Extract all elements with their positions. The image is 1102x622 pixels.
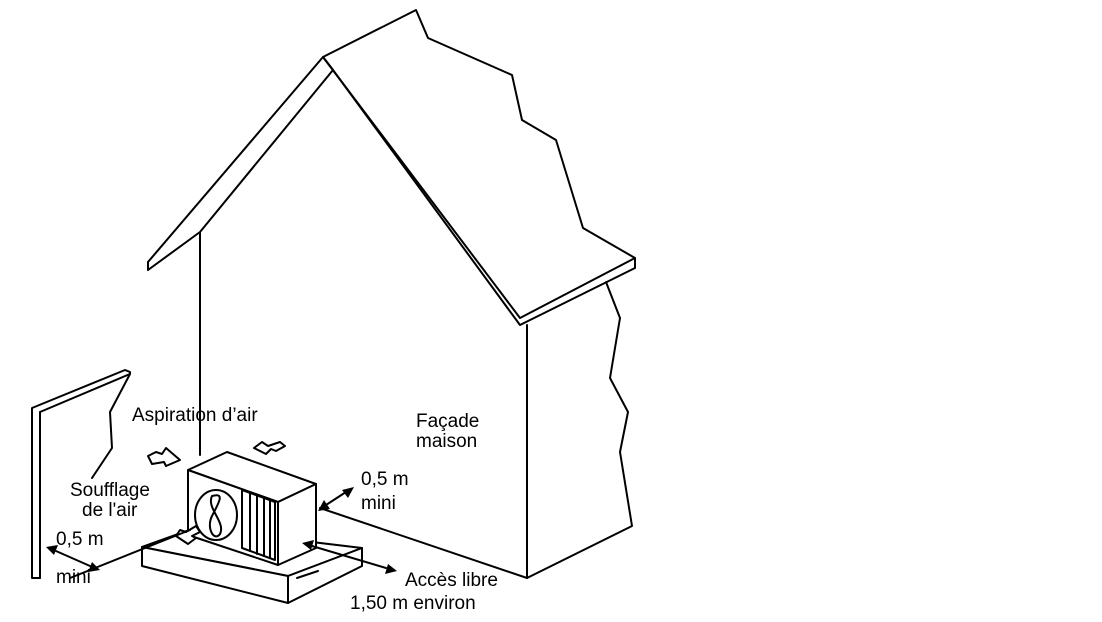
left-wall [31, 369, 131, 579]
label-facade-line2: maison [416, 431, 477, 452]
house-roof [147, 9, 636, 319]
air-intake-arrows [147, 441, 286, 467]
label-soufflage-line1: Soufflage [70, 480, 150, 501]
house-front-wall [199, 231, 528, 579]
grille-slats [241, 489, 276, 561]
label-access-line2: 1,50 m environ [350, 593, 476, 614]
roof-edge [147, 56, 636, 326]
house-side-wall [526, 281, 633, 579]
intake-arrow-left [147, 447, 181, 467]
house [147, 9, 636, 579]
ground-line [319, 507, 528, 579]
label-right-clearance-value: 0,5 m [361, 469, 409, 490]
left-clearance-arrow [46, 529, 191, 579]
label-right-clearance-unit: mini [361, 493, 396, 514]
label-left-clearance-unit: mini [56, 567, 91, 588]
front-access-arrow [296, 540, 397, 579]
label-soufflage-line2: de l'air [82, 500, 138, 521]
label-aspiration: Aspiration d’air [132, 405, 258, 426]
right-clearance-arrow [318, 487, 354, 511]
label-left-clearance-value: 0,5 m [56, 529, 104, 550]
fan-icon [208, 494, 223, 538]
label-facade-line1: Façade [416, 411, 479, 432]
label-access-line1: Accès libre [405, 570, 498, 591]
intake-arrow-right [253, 441, 286, 455]
outdoor-unit [187, 451, 317, 566]
